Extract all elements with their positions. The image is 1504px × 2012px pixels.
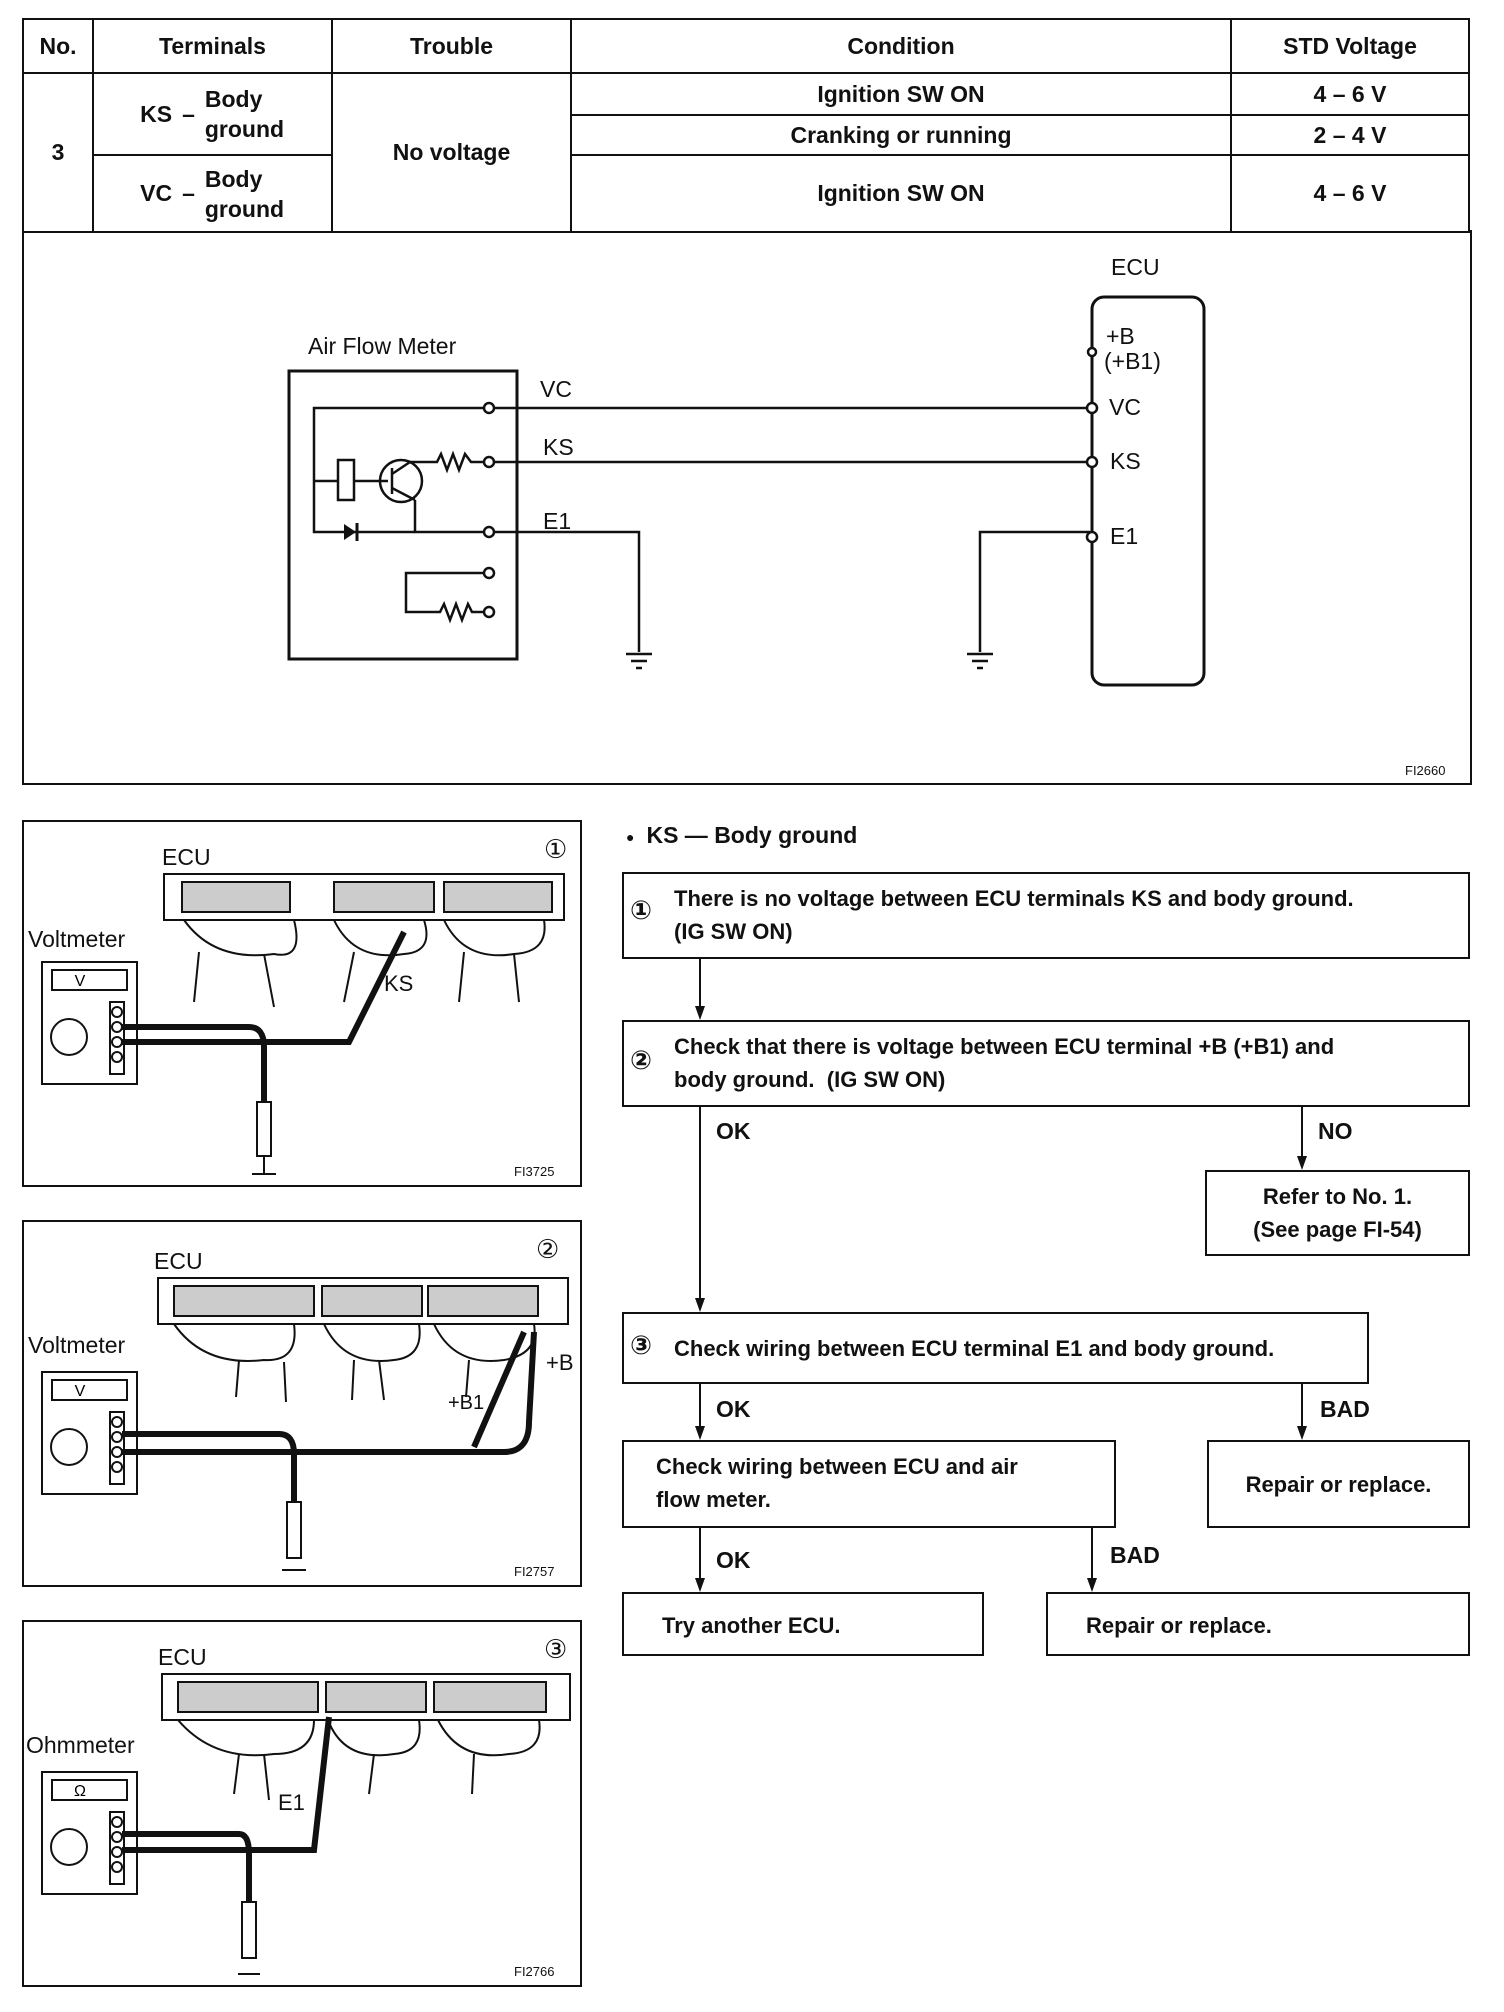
photo-step-number: ② xyxy=(536,1234,560,1264)
afm-box xyxy=(287,369,519,661)
probe-b-label: +B xyxy=(546,1350,574,1375)
repair-box-2: Repair or replace. xyxy=(1046,1592,1470,1656)
step-3-text: Check wiring between ECU terminal E1 and… xyxy=(674,1336,1275,1361)
wire-vc-label: VC xyxy=(540,376,572,402)
terminal-ks-cell: KS – Body ground xyxy=(92,72,333,156)
wire-e1-label: E1 xyxy=(543,508,572,534)
transistor-symbol xyxy=(378,458,424,504)
voltage-cell: 4 – 6 V xyxy=(1230,72,1470,116)
ecu-term-e1: E1 xyxy=(1110,523,1139,549)
terminal-vc-dash: – xyxy=(182,180,195,206)
probe-e1-label: E1 xyxy=(278,1790,305,1815)
photo-ecu-label: ECU xyxy=(158,1644,207,1670)
afm-label: Air Flow Meter xyxy=(308,333,457,359)
refer-page: (See page FI-54) xyxy=(1253,1217,1422,1242)
flow-heading: ●KS — Body ground xyxy=(626,822,858,848)
refer-box: Refer to No. 1. (See page FI-54) xyxy=(1205,1170,1470,1256)
label-bad: BAD xyxy=(1110,1542,1160,1568)
flow-step-1: ① There is no voltage between ECU termin… xyxy=(622,872,1470,959)
figure-code: FI2660 xyxy=(1405,763,1446,778)
terminal-vc-cell: VC – Body ground xyxy=(92,154,333,233)
label-ok: OK xyxy=(716,1547,751,1573)
step-number: ① xyxy=(630,895,653,925)
label-ok: OK xyxy=(716,1118,751,1144)
label-bad: BAD xyxy=(1320,1396,1370,1422)
ohmmeter-label: Ohmmeter xyxy=(26,1732,135,1758)
ecu-connector-illustration: Ω xyxy=(41,1673,571,1975)
condition-cell: Cranking or running xyxy=(570,114,1232,156)
ecu-term-b: +B xyxy=(1106,323,1135,349)
step-1-text: There is no voltage between ECU terminal… xyxy=(674,886,1354,911)
photo-step-number: ① xyxy=(544,834,568,864)
photo-ecu-label: ECU xyxy=(162,844,211,870)
photo-panel-2: ECU ② Voltmeter +B +B1 FI2757 V xyxy=(22,1220,582,1587)
ecu-term-ks: KS xyxy=(1110,448,1141,474)
wire-e1-afm xyxy=(494,530,641,652)
header-condition: Condition xyxy=(570,18,1232,74)
flow-step-2: ② Check that there is voltage between EC… xyxy=(622,1020,1470,1107)
photo-ecu-label: ECU xyxy=(154,1248,203,1274)
refer-text: Refer to No. 1. xyxy=(1262,1184,1413,1209)
photo-panel-3: ECU ③ Ohmmeter E1 FI2766 Ω xyxy=(22,1620,582,1987)
try-ecu-box: Try another ECU. xyxy=(622,1592,984,1656)
ecu-connector-illustration: V xyxy=(41,1277,569,1571)
voltage-cell: 4 – 6 V xyxy=(1230,154,1470,233)
meter-symbol: V xyxy=(75,973,86,990)
photo-step-number: ③ xyxy=(544,1634,568,1664)
step-number: ③ xyxy=(630,1330,653,1360)
check-wiring-box: Check wiring between ECU and air flow me… xyxy=(622,1440,1116,1528)
ecu-connector-illustration: V xyxy=(41,873,565,1175)
figure-code: FI2766 xyxy=(514,1964,555,1979)
figure-code: FI2757 xyxy=(514,1564,555,1579)
photo-panel-1: ECU ① Voltmeter KS FI3725 V xyxy=(22,820,582,1187)
step-number: ② xyxy=(630,1045,653,1075)
row-number: 3 xyxy=(22,72,94,233)
header-no: No. xyxy=(22,18,94,74)
header-trouble: Trouble xyxy=(331,18,572,74)
label-no: NO xyxy=(1318,1118,1353,1144)
voltmeter-label: Voltmeter xyxy=(28,1332,126,1358)
condition-cell: Ignition SW ON xyxy=(570,72,1232,116)
header-std-voltage: STD Voltage xyxy=(1230,18,1470,74)
ecu-term-b1: (+B1) xyxy=(1104,348,1161,374)
step-1-condition: (IG SW ON) xyxy=(674,919,793,944)
ecu-box xyxy=(1090,295,1206,687)
voltmeter-label: Voltmeter xyxy=(28,926,126,952)
terminal-ks-ground: Body ground xyxy=(204,86,285,142)
condition-cell: Ignition SW ON xyxy=(570,154,1232,233)
terminal-ks: KS xyxy=(140,100,173,127)
step-2-text: Check that there is voltage between ECU … xyxy=(674,1034,1335,1059)
probe-ks-label: KS xyxy=(384,971,414,996)
terminal-vc: VC xyxy=(140,180,173,206)
meter-symbol: V xyxy=(75,1383,86,1400)
meter-symbol: Ω xyxy=(74,1783,86,1800)
wire-ks-label: KS xyxy=(543,434,574,460)
flow-step-3: ③ Check wiring between ECU terminal E1 a… xyxy=(622,1312,1369,1384)
probe-b1-label: +B1 xyxy=(448,1392,485,1414)
ecu-term-vc: VC xyxy=(1109,394,1141,420)
diode-symbol xyxy=(344,524,356,540)
header-terminals: Terminals xyxy=(92,18,333,74)
voltage-cell: 2 – 4 V xyxy=(1230,114,1470,156)
check-wiring-text: Check wiring between ECU and air xyxy=(656,1454,1018,1479)
figure-code: FI3725 xyxy=(514,1164,555,1179)
label-ok: OK xyxy=(716,1396,751,1422)
circuit-diagram-frame xyxy=(22,230,1472,785)
repair-box: Repair or replace. xyxy=(1207,1440,1470,1528)
wire-e1-ecu xyxy=(978,530,1090,652)
ecu-label: ECU xyxy=(1111,254,1160,280)
step-2-text-b: body ground. (IG SW ON) xyxy=(674,1067,946,1092)
terminal-vc-ground: Body ground xyxy=(204,165,285,222)
circuit-diagram xyxy=(287,295,1206,687)
terminal-ks-dash: – xyxy=(182,100,195,127)
check-wiring-text-b: flow meter. xyxy=(656,1487,771,1512)
trouble-cell: No voltage xyxy=(331,72,572,233)
trouble-table: No. Terminals Trouble Condition STD Volt… xyxy=(22,18,1470,233)
